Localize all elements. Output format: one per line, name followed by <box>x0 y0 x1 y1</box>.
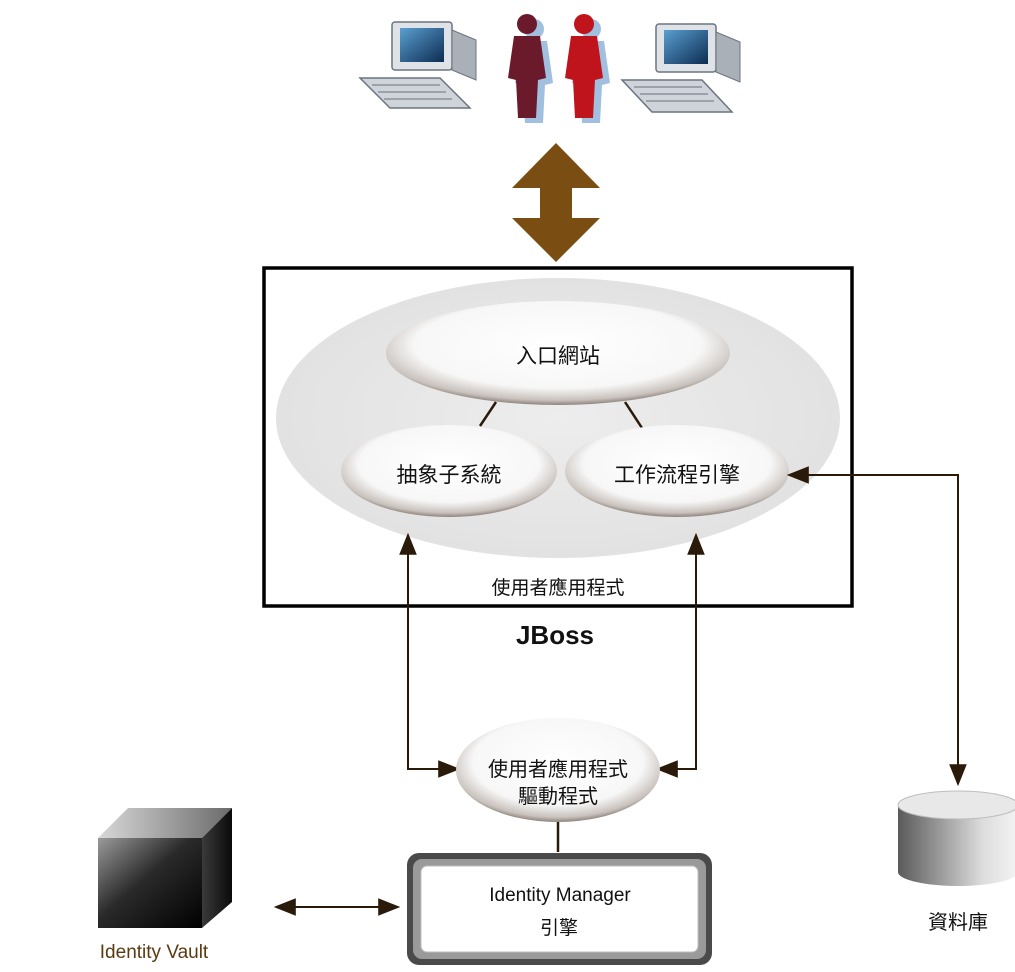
portal-to-abstraction-line <box>478 401 498 427</box>
abstraction-layer-label: 抽象子系統 <box>396 463 502 487</box>
portal-label: 入口網站 <box>516 344 600 368</box>
identity-vault-cube-icon <box>98 808 232 928</box>
bidirectional-access-arrow <box>512 143 600 262</box>
workflow-driver-connector <box>655 532 705 778</box>
portal-to-workflow-line <box>623 401 644 429</box>
left-computer-icon <box>358 21 477 109</box>
engine-box-inner <box>420 865 699 953</box>
engine-label-line1: Identity Manager <box>489 885 631 906</box>
right-computer-icon <box>620 23 741 113</box>
abstraction-driver-connector <box>399 532 461 778</box>
workflow-database-connector <box>786 466 967 787</box>
server-label: JBoss <box>515 620 595 650</box>
user-icon-left <box>508 14 553 123</box>
abstraction-layer-oval <box>341 425 557 517</box>
database-cylinder-icon <box>897 790 1015 886</box>
driver-oval <box>456 718 660 822</box>
user-icon-right <box>565 14 610 123</box>
driver-label-line1: 使用者應用程式 <box>488 757 628 781</box>
identity-vault-label: Identity Vault <box>99 942 209 963</box>
database-label: 資料庫 <box>928 910 988 934</box>
workflow-engine-label: 工作流程引擎 <box>614 463 740 487</box>
engine-label-line2: 引擎 <box>539 917 578 939</box>
container-label: 使用者應用程式 <box>491 577 625 599</box>
driver-label-line2: 驅動程式 <box>518 784 598 808</box>
workflow-engine-oval <box>565 425 789 517</box>
portal-oval <box>386 301 730 405</box>
